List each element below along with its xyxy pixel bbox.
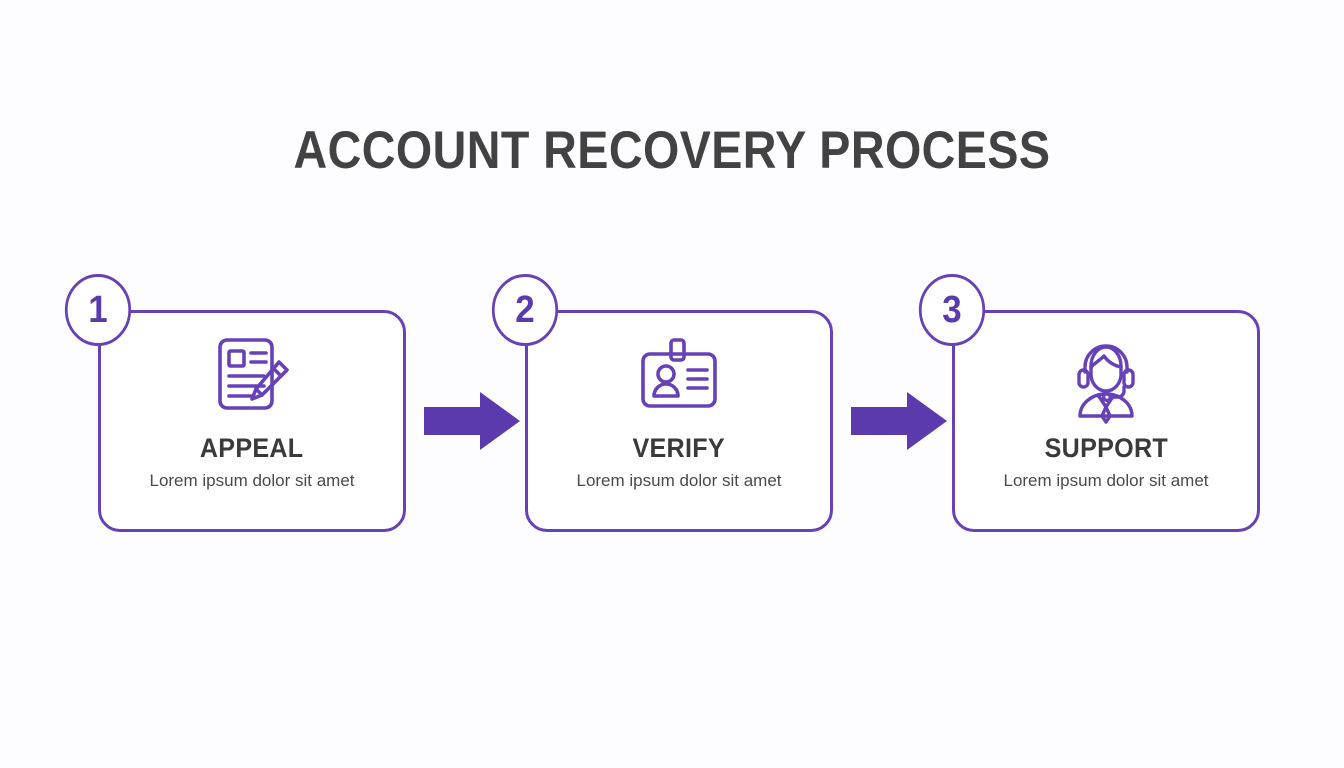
- process-step-1[interactable]: 1 APPEAL Lorem ipsum dolor sit amet: [64, 274, 406, 532]
- step-card-1: [98, 310, 406, 532]
- step-number-badge-3: 3: [918, 274, 986, 346]
- step-card-2: [525, 310, 833, 532]
- arrow-step1-to-step2: [424, 390, 520, 452]
- process-step-2[interactable]: 2 VERIFY Lorem ipsum dolor sit amet: [491, 274, 833, 532]
- step-subtitle-1: Lorem ipsum dolor sit amet: [149, 471, 355, 491]
- step-title-1: APPEAL: [200, 433, 304, 463]
- step-subtitle-2: Lorem ipsum dolor sit amet: [576, 471, 782, 491]
- step-number-badge-1: 1: [64, 274, 132, 346]
- process-flow: 1 APPEAL Lorem ipsum dolor sit amet: [64, 274, 1260, 532]
- step-number-badge-2: 2: [491, 274, 559, 346]
- step-title-3: SUPPORT: [1044, 433, 1168, 463]
- headset-agent-icon: [1060, 332, 1152, 424]
- step-subtitle-3: Lorem ipsum dolor sit amet: [1003, 471, 1209, 491]
- process-step-3[interactable]: 3: [918, 274, 1260, 532]
- step-title-2: VERIFY: [632, 433, 726, 463]
- arrow-step2-to-step3: [851, 390, 947, 452]
- document-pencil-icon: [206, 332, 298, 424]
- id-badge-icon: [633, 332, 725, 424]
- page-title: ACCOUNT RECOVERY PROCESS: [293, 121, 1051, 180]
